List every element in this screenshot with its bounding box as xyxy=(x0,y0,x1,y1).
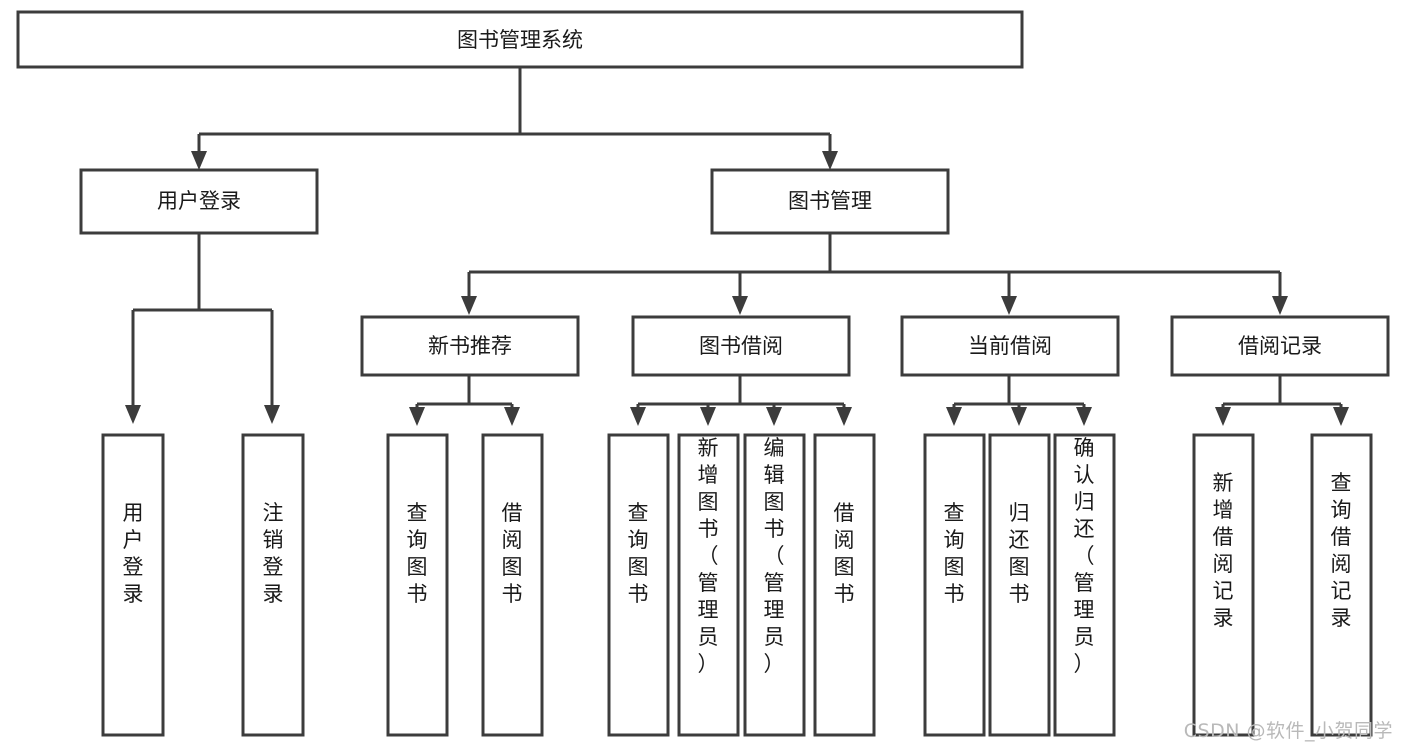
node-root-box[interactable] xyxy=(16,10,1024,69)
connectors-root-to-level2 xyxy=(191,67,838,170)
node-borrow-record-box[interactable] xyxy=(1170,315,1390,377)
connectors-newbook-to-leaves xyxy=(409,375,520,426)
node-current-borrow[interactable]: 当前借阅 xyxy=(900,315,1120,377)
leaf-query-book-3-label: 查询图书 xyxy=(944,501,965,606)
connectors-userlogin-to-leaves xyxy=(125,233,280,424)
leaf-query-record[interactable]: 查询借阅记录 xyxy=(1310,433,1373,737)
leaf-user-login[interactable]: 用户登录 xyxy=(101,433,165,737)
leaf-logout-login-box[interactable] xyxy=(241,433,305,737)
leaf-borrow-book-1-box[interactable] xyxy=(481,433,544,737)
node-current-borrow-label: 当前借阅 xyxy=(968,334,1052,358)
arrow-to-current-borrow-icon xyxy=(1001,296,1017,315)
node-borrow-record[interactable]: 借阅记录 xyxy=(1170,315,1390,377)
leaf-add-book-label: 新增图书（管理员） xyxy=(698,436,719,676)
leaf-add-record-box[interactable] xyxy=(1192,433,1255,737)
leaf-query-book-1-box[interactable] xyxy=(386,433,449,737)
leaf-logout-login-label: 注销登录 xyxy=(263,501,284,606)
node-book-borrow[interactable]: 图书借阅 xyxy=(631,315,851,377)
arrow-to-leaf-user-login-icon xyxy=(125,405,141,424)
node-book-borrow-box[interactable] xyxy=(631,315,851,377)
leaf-query-record-label: 查询借阅记录 xyxy=(1331,471,1352,630)
leaf-borrow-book-2-box[interactable] xyxy=(813,433,876,737)
arrow-to-leaf-query-record-icon xyxy=(1333,407,1349,426)
node-root-label: 图书管理系统 xyxy=(457,28,583,52)
leaf-return-book-label: 归还图书 xyxy=(1009,501,1030,606)
leaf-edit-book[interactable]: 编辑图书（管理员） xyxy=(743,433,806,737)
connectors-currentborrow-to-leaves xyxy=(946,375,1092,426)
arrow-to-book-borrow-icon xyxy=(732,296,748,315)
leaf-query-book-1-label: 查询图书 xyxy=(407,501,428,606)
arrow-to-leaf-return-book-icon xyxy=(1011,407,1027,426)
leaf-user-login-label: 用户登录 xyxy=(123,501,144,606)
leaf-add-book[interactable]: 新增图书（管理员） xyxy=(677,433,740,737)
node-user-login-label: 用户登录 xyxy=(157,189,241,213)
arrow-to-book-manage-icon xyxy=(822,151,838,170)
connectors-bookmanage-to-level3 xyxy=(461,233,1288,315)
node-book-manage[interactable]: 图书管理 xyxy=(710,168,950,235)
leaf-edit-book-box[interactable] xyxy=(743,433,806,737)
leaf-logout-login[interactable]: 注销登录 xyxy=(241,433,305,737)
node-new-book-recommend-label: 新书推荐 xyxy=(428,334,512,358)
leaf-return-book-box[interactable] xyxy=(988,433,1051,737)
arrow-to-leaf-borrow-book-1-icon xyxy=(504,407,520,426)
node-current-borrow-box[interactable] xyxy=(900,315,1120,377)
leaf-edit-book-label: 编辑图书（管理员） xyxy=(764,436,785,676)
node-user-login[interactable]: 用户登录 xyxy=(79,168,319,235)
leaf-borrow-book-2[interactable]: 借阅图书 xyxy=(813,433,876,737)
arrow-to-leaf-add-record-icon xyxy=(1215,407,1231,426)
arrow-to-new-book-recommend-icon xyxy=(461,296,477,315)
leaf-borrow-book-1-label: 借阅图书 xyxy=(502,501,523,606)
node-new-book-recommend-box[interactable] xyxy=(360,315,580,377)
node-book-borrow-label: 图书借阅 xyxy=(699,334,783,358)
arrow-to-leaf-add-book-icon xyxy=(700,407,716,426)
arrow-to-user-login-icon xyxy=(191,151,207,170)
leaf-query-record-box[interactable] xyxy=(1310,433,1373,737)
arrow-to-leaf-query-book-3-icon xyxy=(946,407,962,426)
connectors-borrowrecord-to-leaves xyxy=(1215,375,1349,426)
leaf-query-book-3-box[interactable] xyxy=(923,433,986,737)
leaf-add-record[interactable]: 新增借阅记录 xyxy=(1192,433,1255,737)
leaf-confirm-return-box[interactable] xyxy=(1053,433,1116,737)
leaf-query-book-1[interactable]: 查询图书 xyxy=(386,433,449,737)
arrow-to-leaf-edit-book-icon xyxy=(766,407,782,426)
arrow-to-leaf-query-book-1-icon xyxy=(409,407,425,426)
arrow-to-borrow-record-icon xyxy=(1272,296,1288,315)
node-root[interactable]: 图书管理系统 xyxy=(16,10,1024,69)
leaf-confirm-return-label: 确认归还（管理员） xyxy=(1074,436,1095,676)
leaf-add-book-box[interactable] xyxy=(677,433,740,737)
leaf-borrow-book-2-label: 借阅图书 xyxy=(834,501,855,606)
arrow-to-leaf-query-book-2-icon xyxy=(630,407,646,426)
csdn-watermark: CSDN @软件_小贺同学 xyxy=(1183,720,1393,742)
node-book-manage-label: 图书管理 xyxy=(788,189,872,213)
leaf-add-record-label: 新增借阅记录 xyxy=(1213,471,1234,630)
leaf-confirm-return[interactable]: 确认归还（管理员） xyxy=(1053,433,1116,737)
leaf-return-book[interactable]: 归还图书 xyxy=(988,433,1051,737)
leaf-query-book-2-box[interactable] xyxy=(607,433,670,737)
node-book-manage-box[interactable] xyxy=(710,168,950,235)
arrow-to-leaf-logout-login-icon xyxy=(264,405,280,424)
leaf-query-book-2[interactable]: 查询图书 xyxy=(607,433,670,737)
node-borrow-record-label: 借阅记录 xyxy=(1238,334,1322,358)
node-user-login-box[interactable] xyxy=(79,168,319,235)
leaf-query-book-3[interactable]: 查询图书 xyxy=(923,433,986,737)
arrow-to-leaf-borrow-book-2-icon xyxy=(836,407,852,426)
leaf-query-book-2-label: 查询图书 xyxy=(628,501,649,606)
leaf-borrow-book-1[interactable]: 借阅图书 xyxy=(481,433,544,737)
node-new-book-recommend[interactable]: 新书推荐 xyxy=(360,315,580,377)
arrow-to-leaf-confirm-return-icon xyxy=(1076,407,1092,426)
connectors-bookborrow-to-leaves xyxy=(630,375,852,426)
leaf-user-login-box[interactable] xyxy=(101,433,165,737)
